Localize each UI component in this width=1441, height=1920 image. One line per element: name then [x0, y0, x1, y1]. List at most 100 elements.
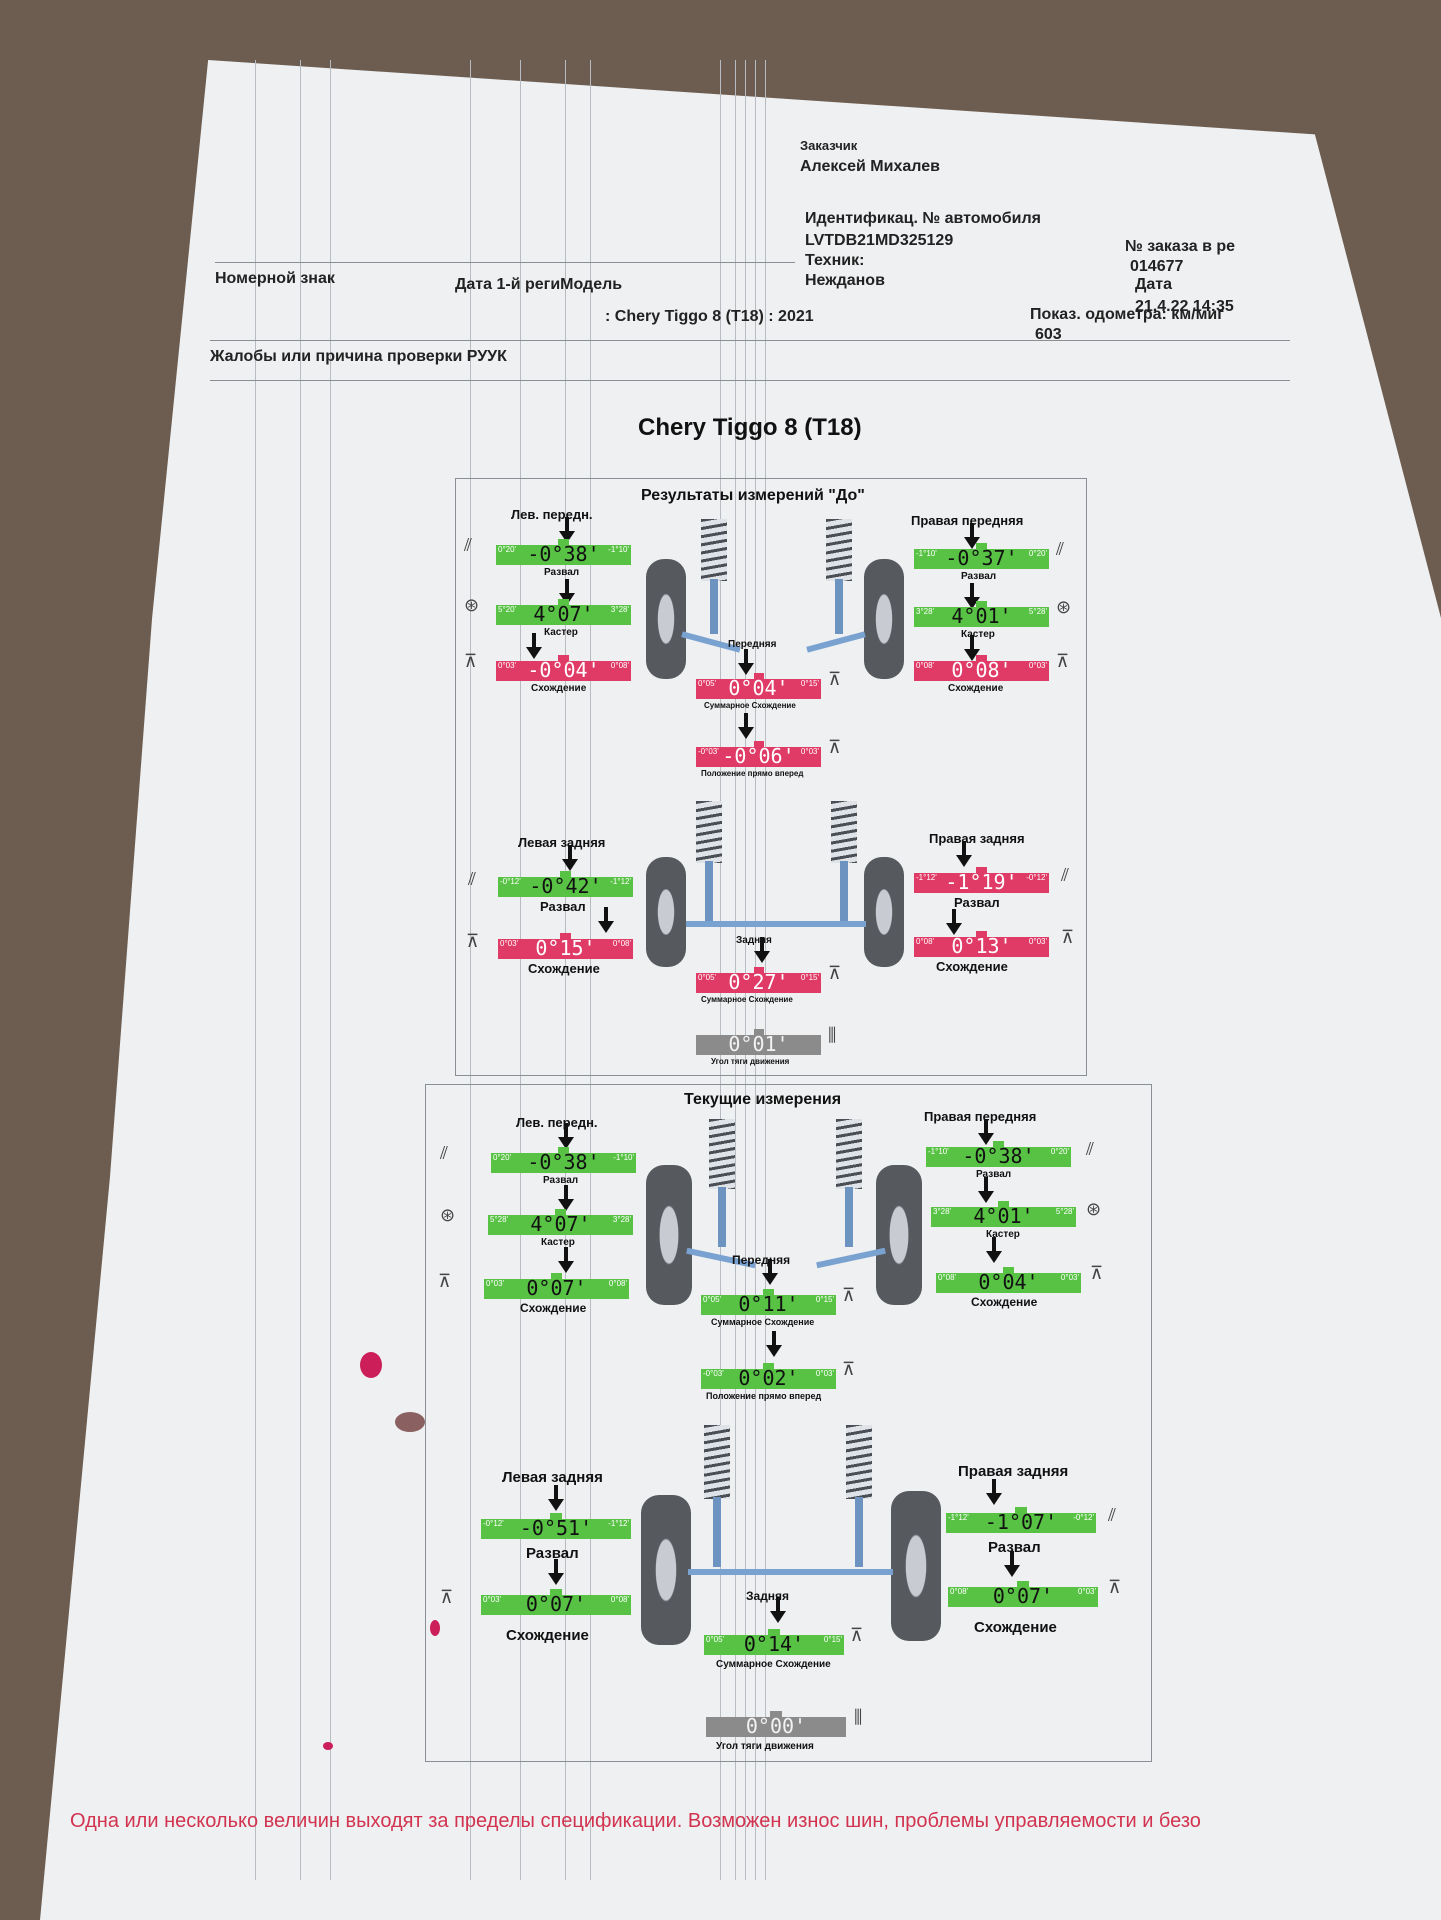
- ink-stain: [360, 1352, 382, 1378]
- current-fr-camber-value: -0°38': [962, 1144, 1035, 1168]
- toe-icon: ⊼: [850, 1625, 864, 1645]
- date-value: 21.4.22 14:35: [1135, 298, 1234, 315]
- odometer-value: 603: [1035, 326, 1062, 343]
- before-fl-toe-box: 0°03' 0°08' -0°04': [496, 655, 631, 681]
- before-rear-total-value: 0°27': [728, 970, 789, 994]
- toe-icon: ⊼: [1108, 1577, 1122, 1597]
- current-rl-title: Левая задняя: [502, 1469, 603, 1486]
- plate-label: Номерной знак: [215, 270, 335, 287]
- toe-icon: ⊼: [466, 931, 480, 951]
- warning-footer: Одна или несколько величин выходят за пр…: [70, 1810, 1201, 1832]
- current-rr-title: Правая задняя: [958, 1463, 1069, 1480]
- current-section: Текущие измерения Лев. передн. ⫽ 0°20' -…: [425, 1084, 1152, 1762]
- camber-icon: ⫽: [468, 869, 477, 889]
- ink-stain: [323, 1742, 333, 1750]
- before-front-total-box: 0°05' 0°15' 0°04': [696, 673, 821, 699]
- current-rear-total-box: 0°05' 0°15' 0°14': [704, 1629, 844, 1655]
- before-title: Результаты измерений "До": [641, 487, 865, 504]
- steering-icon: ⊼: [842, 1359, 856, 1379]
- rear-left-wheel: [641, 1495, 691, 1645]
- current-fl-title: Лев. передн.: [516, 1115, 598, 1130]
- camber-icon: ⫽: [440, 1143, 449, 1163]
- before-fr-camber-box: -1°10' 0°20' -0°37': [914, 543, 1049, 569]
- camber-icon: ⫽: [1061, 865, 1070, 885]
- current-rr-toe-box: 0°08' 0°03' 0°07': [948, 1581, 1098, 1607]
- before-fr-title: Правая передняя: [911, 513, 1024, 528]
- rear-right-wheel: [864, 857, 904, 967]
- vin-label: Идентификац. № автомобиля: [805, 210, 1041, 227]
- before-rl-camber-value: -0°42': [529, 874, 602, 898]
- rear-left-spring: [696, 801, 722, 863]
- before-fl-caster-box: 5°20' 3°28' 4°07': [496, 599, 631, 625]
- order-value: 014677: [1130, 258, 1184, 275]
- current-rl-camber-value: -0°51': [519, 1516, 593, 1540]
- current-rl-camber-box: -0°12' -1°12' -0°51': [481, 1513, 631, 1539]
- before-rr-title: Правая задняя: [929, 831, 1025, 846]
- before-front-total-value: 0°04': [728, 676, 789, 700]
- rear-left-wheel: [646, 857, 686, 967]
- front-right-spring: [836, 1119, 862, 1189]
- current-thrust-box: 0°00': [706, 1711, 846, 1737]
- before-rl-title: Левая задняя: [518, 835, 606, 850]
- customer-label: Заказчик: [800, 138, 858, 153]
- before-fr-caster-box: 3°28' 5°28' 4°01': [914, 601, 1049, 627]
- front-left-wheel: [646, 559, 686, 679]
- toe-icon: ⊼: [440, 1587, 454, 1607]
- steering-icon: ⊼: [828, 737, 842, 757]
- before-straight-box: -0°03' 0°03' -0°06': [696, 741, 821, 767]
- toe-icon: ⊼: [1056, 651, 1070, 671]
- toe-icon: ⊼: [828, 669, 842, 689]
- reg-model-label: Дата 1-й региМодель: [455, 276, 623, 293]
- vin-value: LVTDB21MD325129: [805, 232, 954, 249]
- current-fr-title: Правая передняя: [924, 1109, 1037, 1124]
- current-straight-box: -0°03' 0°03' 0°02': [701, 1363, 836, 1389]
- front-left-spring: [709, 1119, 735, 1189]
- toe-icon: ⊼: [828, 963, 842, 983]
- before-fl-caster-value: 4°07': [533, 602, 594, 626]
- current-fl-camber-box: 0°20' -1°10' -0°38': [491, 1147, 636, 1173]
- caster-icon: ⊛: [1086, 1199, 1102, 1219]
- complaint-label: Жалобы или причина проверки РУУК: [210, 348, 507, 365]
- caster-icon: ⊛: [1056, 597, 1072, 617]
- front-left-spring: [701, 519, 727, 581]
- caster-icon: ⊛: [464, 595, 480, 615]
- current-fr-camber-box: -1°10' 0°20' -0°38': [926, 1141, 1071, 1167]
- before-section: Результаты измерений "До" Лев. передн. ⫽…: [455, 478, 1087, 1076]
- front-right-wheel: [876, 1165, 922, 1305]
- toe-icon: ⊼: [1090, 1263, 1104, 1283]
- current-rr-camber-box: -1°12' -0°12' -1°07': [946, 1507, 1096, 1533]
- camber-icon: ⫽: [1108, 1505, 1117, 1525]
- current-fr-caster-box: 3°28' 5°28' 4°01': [931, 1201, 1076, 1227]
- before-rl-camber-box: -0°12' -1°12' -0°42': [498, 871, 633, 897]
- rear-right-wheel: [891, 1491, 941, 1641]
- current-fr-toe-value: 0°04': [978, 1270, 1039, 1294]
- thrust-icon: ⫼: [854, 1707, 863, 1727]
- model-value: : Chery Tiggo 8 (T18) : 2021: [605, 308, 814, 325]
- camber-icon: ⫽: [1086, 1139, 1095, 1159]
- before-fl-toe-value: -0°04': [527, 658, 600, 682]
- current-rl-toe-box: 0°03' 0°08' 0°07': [481, 1589, 631, 1615]
- before-rr-toe-value: 0°13': [951, 934, 1012, 958]
- current-fl-toe-box: 0°03' 0°08' 0°07': [484, 1273, 629, 1299]
- before-fr-caster-value: 4°01': [951, 604, 1012, 628]
- before-rl-toe-box: 0°03' 0°08' 0°15': [498, 933, 633, 959]
- before-thrust-box: 0°01': [696, 1029, 821, 1055]
- current-fl-camber-value: -0°38': [527, 1150, 600, 1174]
- before-rr-camber-box: -1°12' -0°12' -1°19': [914, 867, 1049, 893]
- rear-left-spring: [704, 1425, 730, 1499]
- before-rr-toe-box: 0°08' 0°03' 0°13': [914, 931, 1049, 957]
- current-fl-caster-box: 5°28' 3°28' 4°07': [488, 1209, 633, 1235]
- front-right-spring: [826, 519, 852, 581]
- current-straight-value: 0°02': [738, 1366, 799, 1390]
- tech-label: Техник:: [805, 252, 865, 269]
- tech-name: Нежданов: [805, 272, 885, 289]
- current-rr-camber-value: -1°07': [984, 1510, 1058, 1534]
- order-label: № заказа в ре: [1125, 238, 1236, 255]
- before-fr-camber-value: -0°37': [945, 546, 1018, 570]
- before-fr-toe-value: 0°08': [951, 658, 1012, 682]
- before-thrust-value: 0°01': [728, 1032, 789, 1056]
- current-rl-toe-value: 0°07': [525, 1592, 587, 1616]
- front-left-wheel: [646, 1165, 692, 1305]
- odometer-label: Показ. одометра: км/миг: [1030, 306, 1224, 323]
- current-fr-toe-box: 0°08' 0°03' 0°04': [936, 1267, 1081, 1293]
